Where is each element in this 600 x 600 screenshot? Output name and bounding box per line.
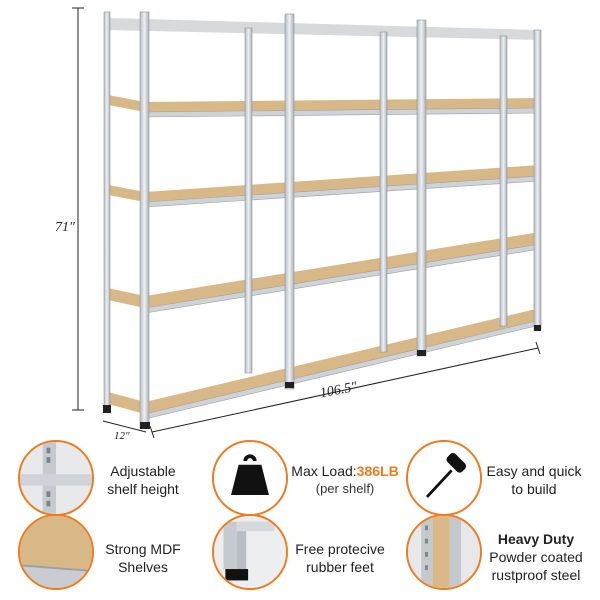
depth-dimension-line [102, 420, 147, 433]
shelf-board [108, 165, 540, 202]
feature-line: Adjustable [110, 463, 176, 479]
feature-line: shelf height [107, 481, 179, 497]
max-load-value: 386 [356, 463, 381, 479]
feature-line: Heavy Duty [497, 531, 575, 547]
height-dimension-line [72, 7, 84, 411]
shelf-board [108, 308, 540, 414]
depth-dimension-label: 12″ [114, 430, 130, 442]
shelf-board [108, 18, 540, 40]
height-dimension-label: 71″ [55, 220, 75, 235]
powder-coat-icon [406, 514, 482, 590]
max-load-unit: LB [380, 463, 399, 479]
feature-line: Shelves [118, 559, 168, 575]
shelf-boards [108, 18, 540, 414]
rubber-feet [103, 325, 541, 429]
mdf-board-icon [18, 514, 94, 590]
rubber-feet-icon [212, 514, 288, 590]
feature-line: rubber feet [306, 559, 374, 575]
width-dimension-line [149, 341, 541, 439]
adjustable-shelf-icon [18, 440, 94, 516]
feature-line: Powder coated [489, 549, 583, 565]
feature-line: Strong MDF [105, 541, 181, 557]
shelf-board [108, 95, 540, 112]
shelving-unit-drawing [72, 7, 542, 439]
feature-line: Free protecive [295, 541, 385, 557]
hammer-icon [406, 440, 482, 516]
weight-icon [212, 440, 288, 516]
max-load-label: Max Load: [291, 463, 357, 479]
feature-line: to build [511, 481, 557, 497]
shelf-board [108, 232, 540, 308]
feature-line: Easy and quick [486, 463, 582, 479]
product-illustration [72, 7, 542, 439]
shelf-beams [144, 107, 541, 420]
feature-line: rustproof steel [491, 567, 581, 583]
max-load-note: (per shelf) [315, 481, 375, 496]
